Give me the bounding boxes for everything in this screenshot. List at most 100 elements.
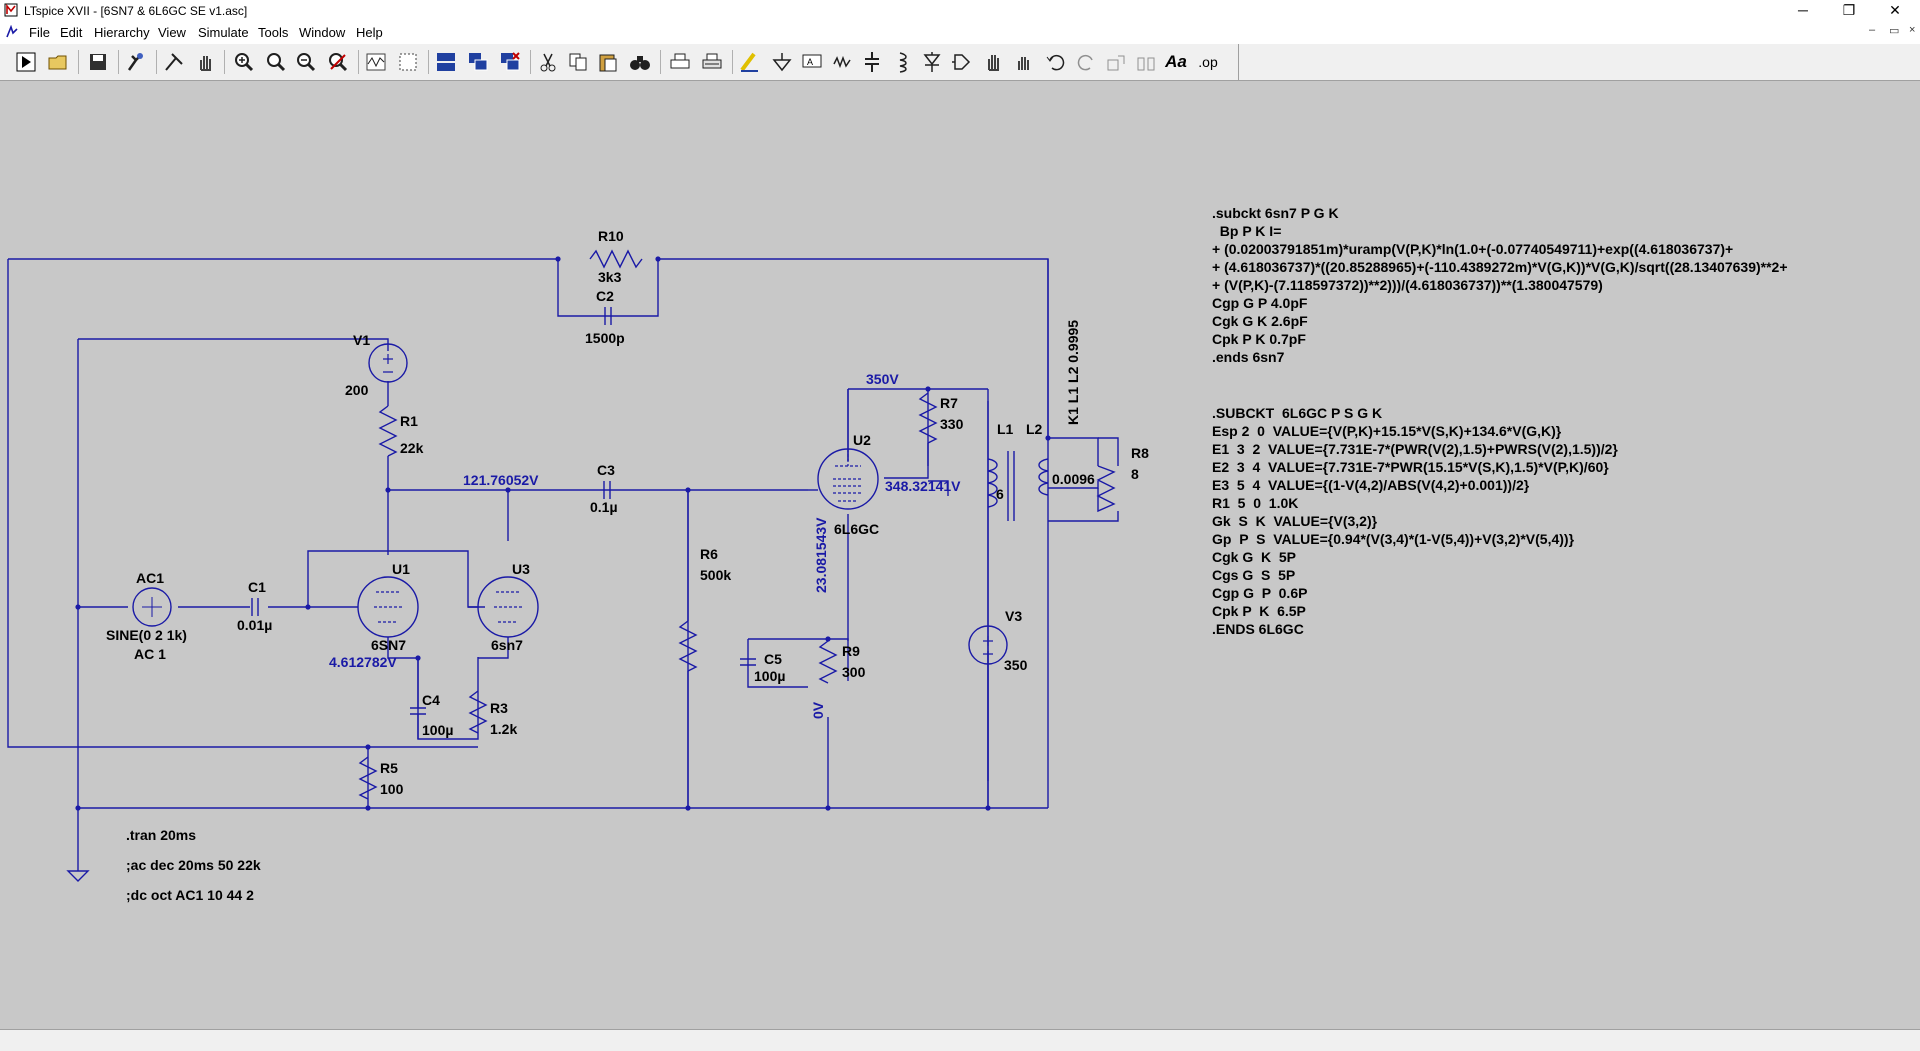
ltspice-app-icon [4, 3, 18, 17]
print-preview-icon[interactable] [700, 50, 724, 74]
u2-name: U2 [853, 432, 871, 448]
resistor-r6[interactable]: R6 500k [678, 490, 731, 808]
paste-icon[interactable] [596, 50, 620, 74]
menu-tools[interactable]: Tools [258, 25, 289, 40]
resistor-r9[interactable]: R9 300 [818, 640, 866, 684]
zoom-area-icon[interactable] [264, 50, 288, 74]
tran-directive[interactable]: .tran 20ms [126, 827, 196, 843]
mdi-minimize-button[interactable]: – [1869, 24, 1876, 36]
r5-name: R5 [380, 760, 398, 776]
c1-name: C1 [248, 579, 266, 595]
draw-wire-icon[interactable] [738, 50, 762, 74]
menu-window[interactable]: Window [299, 25, 346, 40]
zoom-cancel-icon[interactable] [326, 50, 350, 74]
tube-u3[interactable]: U3 6sn7 [468, 561, 539, 659]
cathode2-voltage: 0V [810, 701, 826, 719]
autorange-icon[interactable] [396, 50, 420, 74]
move-icon[interactable] [982, 50, 1006, 74]
control-panel-icon[interactable] [124, 50, 148, 74]
r9-name: R9 [842, 643, 860, 659]
ac-directive[interactable]: ;ac dec 20ms 50 22k [126, 857, 261, 873]
status-bar [0, 1029, 1920, 1051]
r7-name: R7 [940, 395, 958, 411]
signal-source-ac1[interactable]: AC1 SINE(0 2 1k) AC 1 [106, 570, 187, 662]
ac1-value2: AC 1 [134, 646, 166, 662]
r8-name: R8 [1131, 445, 1149, 461]
resistor-r3[interactable]: R3 1.2k [468, 690, 517, 737]
tube-u2[interactable]: U2 6L6GC [808, 389, 879, 537]
junctions [75, 256, 1051, 811]
capacitor-c1[interactable]: C1 0.01µ [237, 579, 272, 633]
u1-value: 6SN7 [371, 637, 406, 653]
transformer-l1-l2[interactable]: L1 L2 6 0.0096 [987, 421, 1095, 521]
close-all-icon[interactable] [498, 50, 522, 74]
minimize-button[interactable]: ─ [1798, 2, 1808, 18]
capacitor-c3[interactable]: C3 0.1µ [590, 462, 618, 515]
menu-edit[interactable]: Edit [60, 25, 83, 40]
subckt-6l6gc-line: Cgp G P 0.6P [1212, 585, 1307, 601]
voltage-source-v3[interactable]: V3 350 [968, 608, 1028, 673]
capacitor-c4[interactable]: C4 100µ [410, 658, 453, 739]
schematic-doc-icon[interactable] [5, 25, 19, 39]
label-net-icon[interactable]: A [800, 50, 824, 74]
coupling-directive[interactable]: K1 L1 L2 0.9995 [1065, 320, 1081, 425]
capacitor-c2[interactable]: C2 1500p [585, 288, 625, 346]
r5-value: 100 [380, 781, 404, 797]
open-icon[interactable] [46, 50, 70, 74]
subckt-6sn7-line: Cgk G K 2.6pF [1212, 313, 1308, 329]
ac1-name: AC1 [136, 570, 164, 586]
redo-icon[interactable] [1074, 50, 1098, 74]
run-icon[interactable] [14, 50, 38, 74]
voltage-source-v1[interactable]: V1 200 [345, 332, 408, 398]
schematic-canvas[interactable]: R10 3k3 C2 1500p V1 200 R1 22k 121.76052… [0, 81, 1920, 1029]
resistor-r10[interactable]: R10 3k3 [589, 228, 643, 285]
component-icon[interactable] [950, 50, 974, 74]
print-icon[interactable] [668, 50, 692, 74]
zoom-out-icon[interactable] [294, 50, 318, 74]
plate1-voltage: 121.76052V [463, 472, 539, 488]
menu-hierarchy[interactable]: Hierarchy [94, 25, 150, 40]
capacitor-c5[interactable]: C5 100µ [740, 651, 785, 684]
ac1-value: SINE(0 2 1k) [106, 627, 187, 643]
r10-name: R10 [598, 228, 624, 244]
restore-button[interactable]: ❐ [1842, 2, 1856, 18]
drag-icon[interactable] [1012, 50, 1036, 74]
menu-view[interactable]: View [158, 25, 186, 40]
menu-simulate[interactable]: Simulate [198, 25, 249, 40]
diode-icon[interactable] [920, 50, 944, 74]
menu-file[interactable]: File [29, 25, 50, 40]
copy-icon[interactable] [566, 50, 590, 74]
resistor-r8[interactable]: R8 8 [1048, 437, 1149, 522]
undo-icon[interactable] [1044, 50, 1068, 74]
mdi-restore-button[interactable]: ▭ [1889, 25, 1900, 37]
subckt-6l6gc-directive[interactable]: .SUBCKT 6L6GC P S G K Esp 2 0 VALUE={V(P… [1212, 405, 1618, 637]
rotate-icon[interactable] [1104, 50, 1128, 74]
text-button[interactable]: Aa [1165, 52, 1187, 71]
pan-hand-icon[interactable] [194, 50, 218, 74]
tube-u1[interactable]: U1 6SN7 [308, 561, 419, 659]
mdi-close-button[interactable]: × [1909, 24, 1916, 36]
zoom-in-icon[interactable] [232, 50, 256, 74]
cascade-icon[interactable] [466, 50, 490, 74]
menu-help[interactable]: Help [356, 25, 383, 40]
find-icon[interactable] [628, 50, 652, 74]
probe-icon[interactable] [162, 50, 186, 74]
c5-value: 100µ [754, 668, 785, 684]
mirror-icon[interactable] [1134, 50, 1158, 74]
ground-icon[interactable] [770, 50, 794, 74]
spice-directive-button[interactable]: .op [1198, 54, 1218, 70]
waveform-icon[interactable] [364, 50, 388, 74]
resistor-r5[interactable]: R5 100 [358, 756, 404, 800]
cut-icon[interactable] [536, 50, 560, 74]
tile-horizontal-icon[interactable] [434, 50, 458, 74]
inductor-icon[interactable] [890, 50, 914, 74]
save-icon[interactable] [86, 50, 110, 74]
subckt-6sn7-directive[interactable]: .subckt 6sn7 P G K Bp P K I= + (0.020037… [1212, 205, 1788, 365]
resistor-r1[interactable]: R1 22k [378, 405, 424, 457]
capacitor-icon[interactable] [860, 50, 884, 74]
dc-directive[interactable]: ;dc oct AC1 10 44 2 [126, 887, 254, 903]
resistor-icon[interactable] [830, 50, 854, 74]
close-button[interactable]: ✕ [1889, 2, 1901, 18]
toolbar: A Aa .op [0, 44, 1920, 81]
resistor-r7[interactable]: R7 330 [884, 392, 964, 479]
